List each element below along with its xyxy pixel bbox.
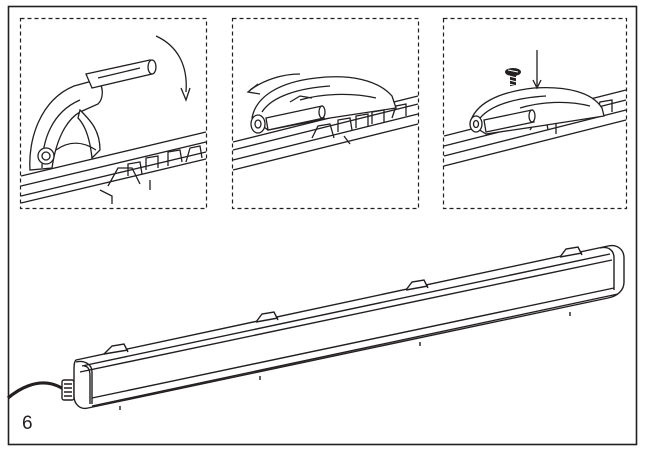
fixture-diffuser-top xyxy=(81,253,611,367)
detail-panel-2 xyxy=(231,17,420,210)
rotation-arrow-icon xyxy=(155,35,187,93)
detail-panel-1 xyxy=(19,17,208,210)
fixture-diffuser-edge xyxy=(79,259,613,373)
screw-icon xyxy=(505,68,521,87)
panel-2-frame xyxy=(231,17,420,210)
cable-gland xyxy=(61,379,75,401)
step-number: 6 xyxy=(22,413,33,434)
page-frame xyxy=(7,5,638,446)
fixture-clip-4 xyxy=(559,246,583,258)
fixture-clip-2 xyxy=(255,311,279,323)
fixture-end-cap-left xyxy=(75,360,93,404)
rotation-arrowhead xyxy=(180,87,191,102)
panel-3-clip xyxy=(469,86,605,135)
fixture-diffuser-bottom xyxy=(91,287,615,399)
fixture-clip-3 xyxy=(405,279,429,291)
panel-3-frame xyxy=(442,17,628,210)
down-arrowhead xyxy=(532,79,542,90)
rotation-arrowhead-2 xyxy=(246,83,261,95)
fixture-base-line xyxy=(91,293,619,407)
detail-panel-3 xyxy=(442,17,628,210)
panel-2-clip xyxy=(250,76,397,134)
luminaire-fixture xyxy=(6,244,625,410)
panel-1-frame xyxy=(19,17,208,210)
panel-1-clip xyxy=(29,59,157,171)
fixture-end-cap-right xyxy=(599,246,615,290)
power-cable xyxy=(6,381,71,400)
fixture-clip-1 xyxy=(103,343,129,355)
